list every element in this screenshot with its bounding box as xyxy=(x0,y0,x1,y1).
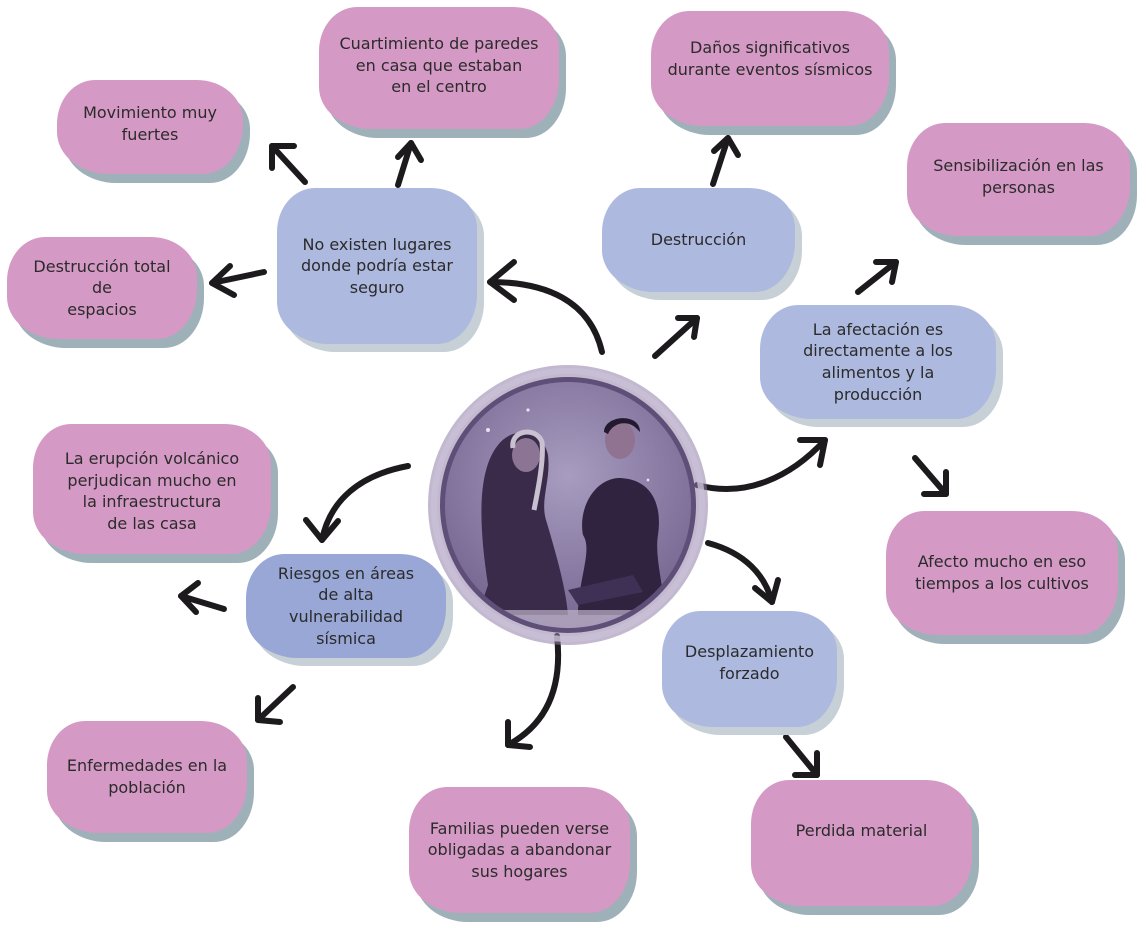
node-destruccion-label: Destrucción xyxy=(650,230,747,250)
node-danos: Daños significativos durante eventos sís… xyxy=(651,11,889,126)
node-erupcion: La erupción volcánico perjudican mucho e… xyxy=(33,424,271,554)
arrow-center-to-riesgos xyxy=(303,463,411,543)
arrow-center-to-familias xyxy=(505,633,562,750)
elderly-woman-figure xyxy=(478,429,568,615)
node-destruccion-total-label: Destrucción total de espacios xyxy=(33,256,171,319)
node-sensibilizacion-label: Sensibilización en las personas xyxy=(933,156,1104,197)
young-man-figure xyxy=(568,418,664,615)
node-no-existen: No existen lugares donde podría estar se… xyxy=(277,188,477,344)
arrow-center-to-afectacion xyxy=(694,437,828,492)
arrow-desplazamiento-to-perdida xyxy=(783,734,820,778)
node-erupcion-label: La erupción volcánico perjudican mucho e… xyxy=(64,449,240,533)
arrow-no-existen-to-movimiento xyxy=(269,143,308,185)
node-sensibilizacion: Sensibilización en las personas xyxy=(907,123,1130,236)
node-afecto-label: Afecto mucho en eso tiempos a los cultiv… xyxy=(915,552,1089,593)
arrow-center-to-no-existen xyxy=(487,259,605,355)
node-familias: Familias pueden verse obligadas a abando… xyxy=(409,787,630,913)
node-afectacion-label: La afectación es directamente a los alim… xyxy=(803,319,953,404)
arrow-center-to-destruccion xyxy=(652,315,700,359)
node-riesgos: Riesgos en áreas de alta vulnerabilidad … xyxy=(246,554,446,658)
node-perdida-label: Perdida material xyxy=(795,821,928,841)
arrow-destruccion-to-danos xyxy=(710,135,741,187)
node-destruccion-total: Destrucción total de espacios xyxy=(7,237,197,339)
node-desplazamiento-label: Desplazamiento forzado xyxy=(684,642,815,683)
node-riesgos-label: Riesgos en áreas de alta vulnerabilidad … xyxy=(277,563,415,648)
node-afectacion: La afectación es directamente a los alim… xyxy=(760,305,996,419)
node-movimiento-label: Movimiento muy fuertes xyxy=(83,103,217,144)
node-enfermedades-label: Enfermedades en la población xyxy=(66,756,228,797)
node-perdida: Perdida material xyxy=(751,780,972,906)
arrow-riesgos-to-erupcion xyxy=(178,580,227,615)
center-photo xyxy=(428,365,708,645)
arrow-center-to-desplazamiento xyxy=(705,540,781,605)
node-destruccion: Destrucción xyxy=(602,188,795,292)
node-no-existen-label: No existen lugares donde podría estar se… xyxy=(300,234,454,297)
arrow-no-existen-to-cuartimiento xyxy=(395,140,424,188)
node-familias-label: Familias pueden verse obligadas a abando… xyxy=(427,818,612,881)
node-desplazamiento: Desplazamiento forzado xyxy=(662,611,837,727)
arrow-afectacion-to-afecto xyxy=(912,455,949,497)
node-enfermedades: Enfermedades en la población xyxy=(47,721,247,833)
node-cuartimiento: Cuartimiento de paredes en casa que esta… xyxy=(319,7,559,129)
node-movimiento: Movimiento muy fuertes xyxy=(57,80,243,174)
arrow-no-existen-to-destruccion-total xyxy=(209,263,267,298)
node-cuartimiento-label: Cuartimiento de paredes en casa que esta… xyxy=(339,34,539,97)
arrow-afectacion-to-sensibilizacion xyxy=(855,259,899,295)
node-danos-label: Daños significativos durante eventos sís… xyxy=(667,38,873,79)
arrow-riesgos-to-enfermedades xyxy=(255,684,296,725)
node-afecto: Afecto mucho en eso tiempos a los cultiv… xyxy=(886,511,1118,635)
